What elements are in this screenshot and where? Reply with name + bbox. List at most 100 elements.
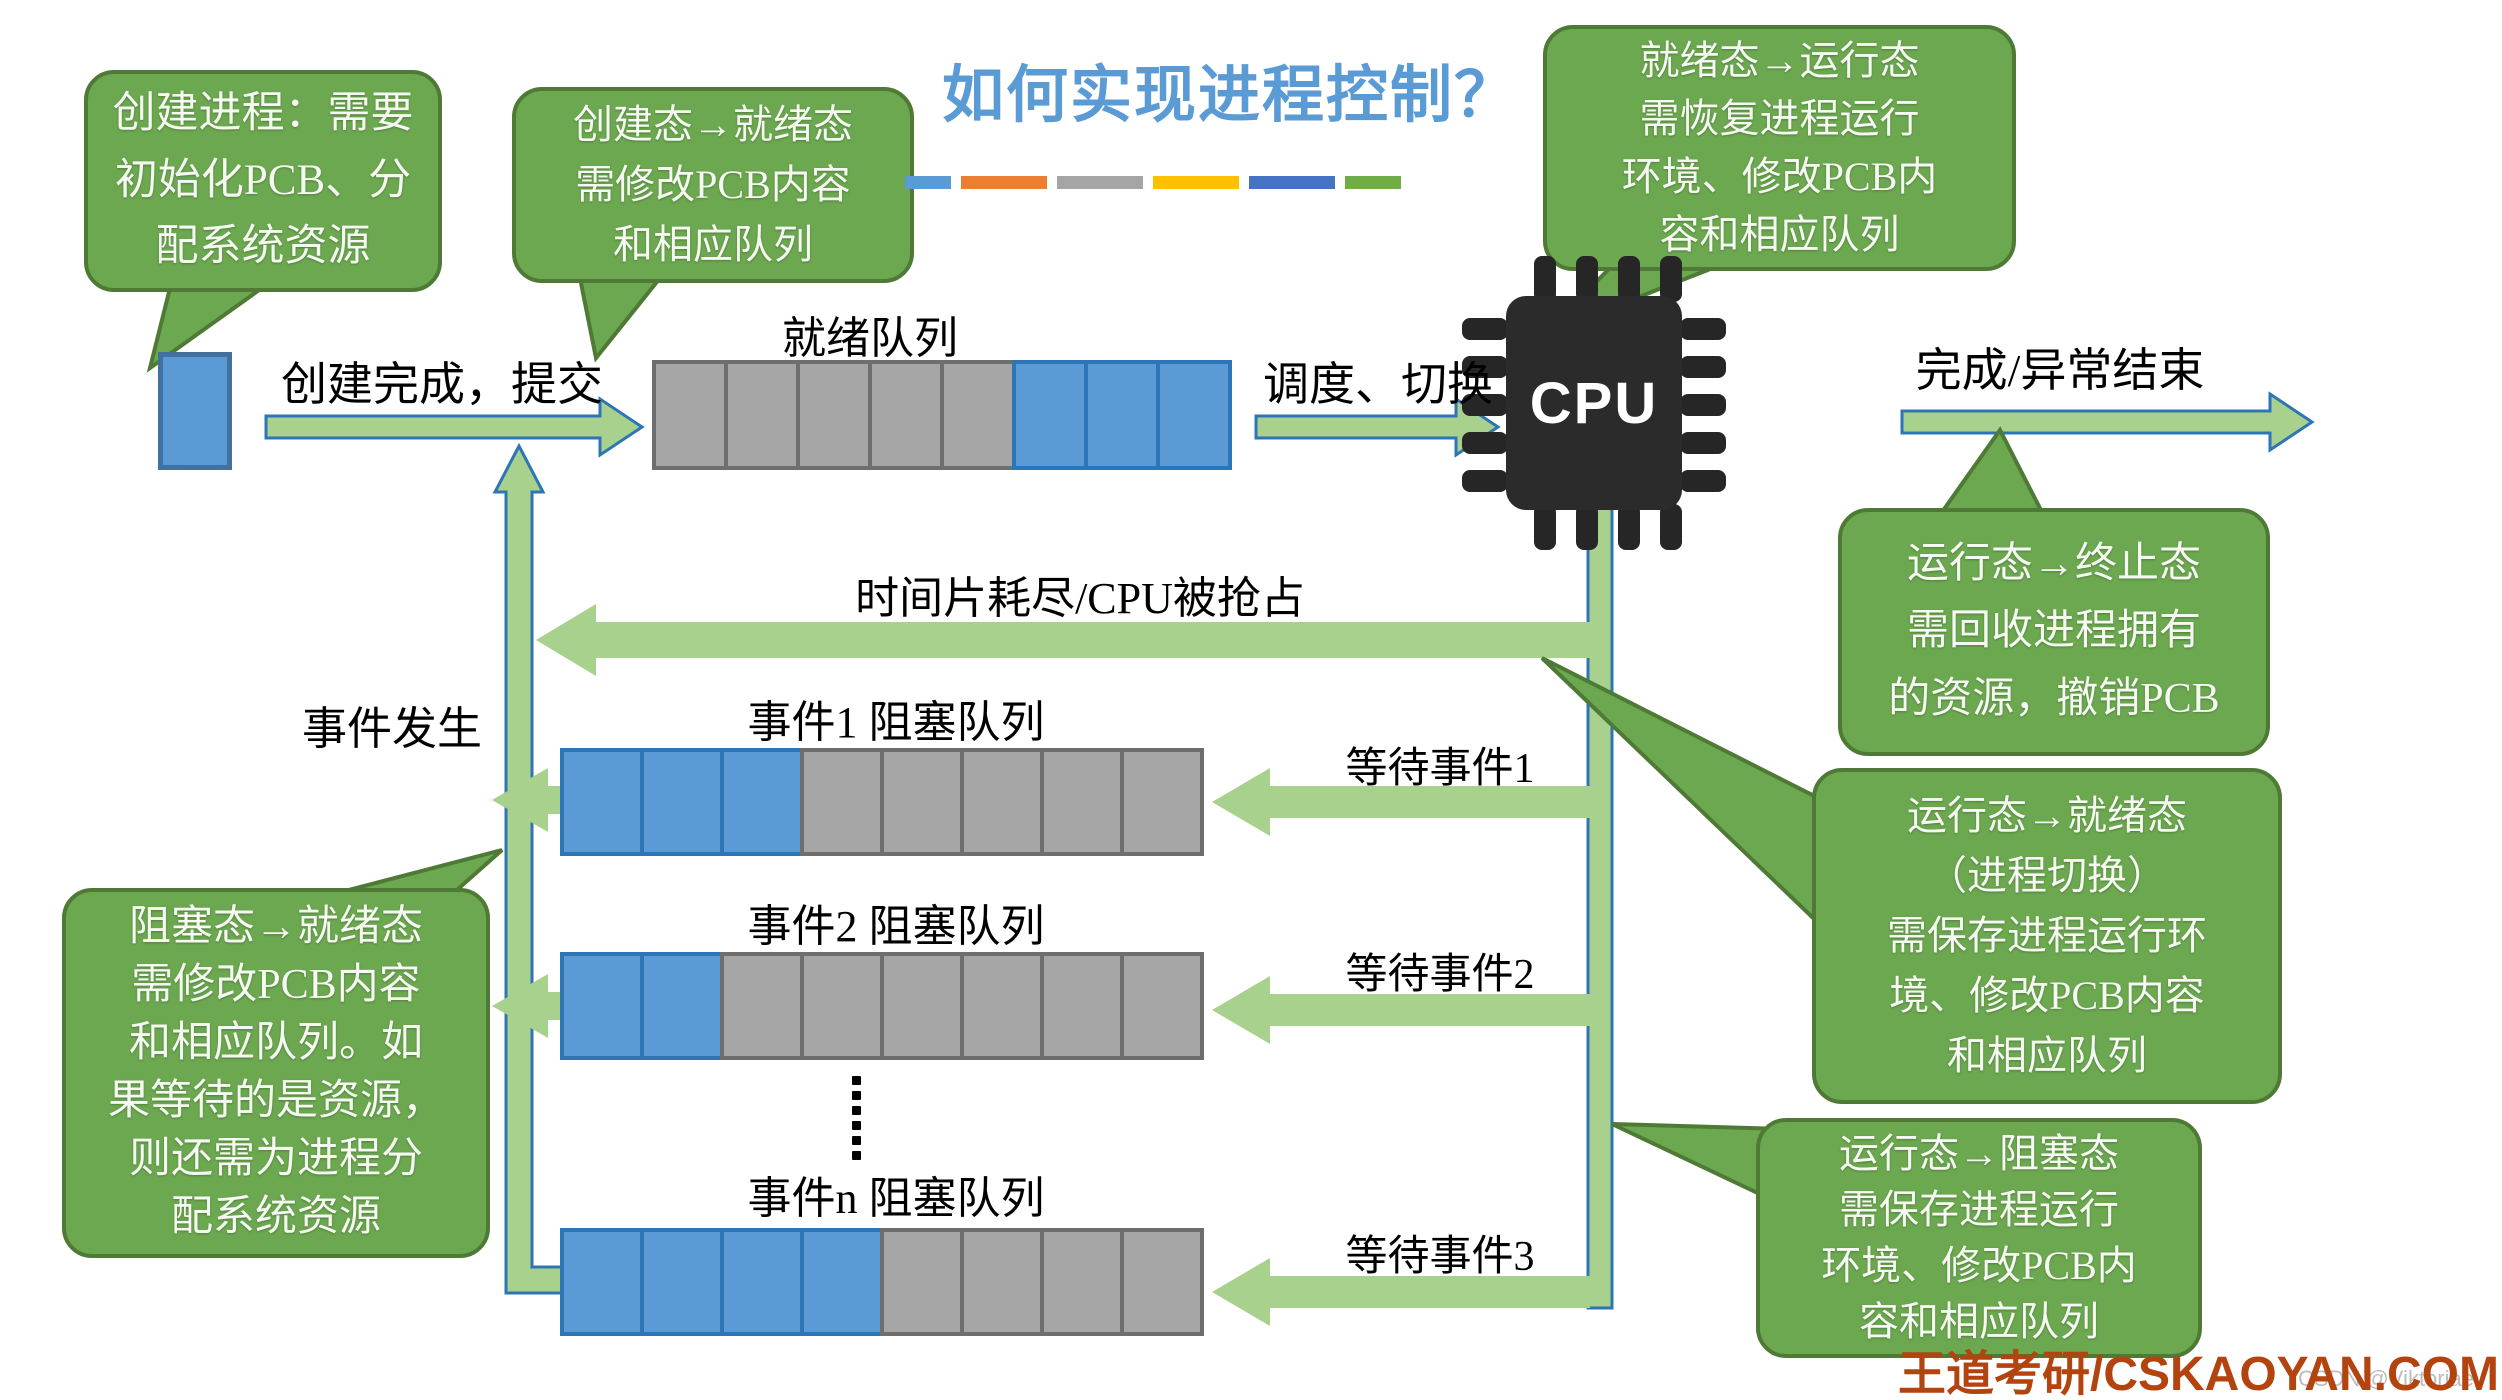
bubble-text-line: 和相应队列 [1947,1033,2147,1078]
event1-release-arrow [492,768,564,832]
queue-cell-gray [1120,1228,1204,1336]
cpu-pin [1680,318,1726,340]
bubble-text-line: 需回收进程拥有 [1906,608,2201,655]
queue-cell-blue [1012,360,1088,470]
queue-cell-blue [560,1228,644,1336]
queue-cell-gray [796,360,872,470]
bubble-text-line: 就绪态→运行态 [1639,38,1920,83]
event1-queue-label: 事件1 阻塞队列 [747,698,1045,747]
queue-cell-gray [960,748,1044,856]
queue-cell-gray [800,748,884,856]
bubble-text-line: 需修改PCB内容 [131,962,421,1009]
wait-event1-arrow [1212,768,1590,836]
title-underline [905,176,1401,189]
new-process-box [158,352,232,470]
create-submit-arrow [264,396,645,458]
finish-arrow [1900,391,2315,453]
cpu-pin [1462,394,1508,416]
bubble-text-line: 则还需为进程分 [128,1135,423,1182]
queue-cell-gray [880,952,964,1060]
bubble-text-line: 创建进程：需要 [112,90,414,138]
title-underline-dash [1249,176,1335,189]
cpu-pin [1534,504,1556,550]
bubble-text-line: 配系统资源 [155,223,371,271]
queue-cell-gray [868,360,944,470]
queue-cell-gray [1120,952,1204,1060]
wait-event2-label: 等待事件2 [1345,952,1535,998]
event2-blocked-queue [560,952,1204,1060]
queue-cell-gray [720,952,804,1060]
bubble-text-line: 果等待的是资源， [107,1078,444,1124]
cpu-pin [1462,470,1508,492]
event2-queue-label: 事件2 阻塞队列 [747,902,1045,951]
queue-cell-blue [1084,360,1160,470]
cpu-pin [1680,394,1726,416]
queue-cell-gray [1040,952,1124,1060]
wait-event2-arrow [1212,976,1590,1044]
cpu-pin [1576,256,1598,302]
queue-cell-gray [800,952,884,1060]
cpu-pin [1462,356,1508,378]
cpu-pin [1660,256,1682,302]
queue-cell-gray [880,748,964,856]
bubble-running-to-terminated: 运行态→终止态 需回收进程拥有 的资源，撤销PCB [1838,508,2270,756]
wait-event1-label: 等待事件1 [1345,746,1535,792]
cpu-pin [1534,256,1556,302]
timeslice-arrow [536,604,1610,676]
bubble-running-to-ready: 运行态→就绪态 （进程切换） 需保存进程运行环 境、修改PCB内容 和相应队列 [1812,768,2282,1104]
ready-queue [652,360,1232,470]
wait-event3-label: 等待事件3 [1345,1234,1535,1280]
bubble-text-line: 需修改PCB内容 [575,162,851,207]
bubble-text-line: 运行态→就绪态 [1907,793,2187,838]
dispatch-label: 调度、切换 [1263,359,1493,410]
bubble-text-line: 环境、修改PCB内 [1621,154,1938,199]
cpu-pin [1680,470,1726,492]
cpu-pin [1462,432,1508,454]
queue-cell-blue [720,1228,804,1336]
bubble-text-line: 的资源，撤销PCB [1888,675,2220,722]
queue-cell-gray [960,952,1044,1060]
vertical-ellipsis [852,1076,861,1160]
queue-cell-gray [880,1228,964,1336]
cpu-pin [1576,504,1598,550]
bubble-blocked-to-ready: 阻塞态→就绪态 需修改PCB内容 和相应队列。如 果等待的是资源， 则还需为进程… [62,888,490,1258]
bubble-ready-to-running: 就绪态→运行态 需恢复进程运行 环境、修改PCB内 容和相应队列 [1543,25,2016,271]
bubble-text-line: 运行态→终止态 [1906,541,2201,588]
queue-cell-gray [1120,748,1204,856]
event-occurs-up-arrow [492,442,564,1295]
queue-cell-gray [652,360,728,470]
bubble-text-line: 创建态→就绪态 [573,102,853,147]
queue-cell-blue [1156,360,1232,470]
queue-cell-blue [720,748,804,856]
eventn-queue-label: 事件n 阻塞队列 [747,1174,1045,1223]
bubble-text-line: 配系统资源 [170,1193,381,1240]
queue-cell-blue [800,1228,884,1336]
cpu-drop-line [1586,468,1614,1310]
queue-cell-gray [1040,1228,1124,1336]
cpu-pin [1680,356,1726,378]
cpu-icon: CPU [1506,296,1682,510]
queue-cell-blue [560,952,644,1060]
bubble-text-line: 阻塞态→就绪态 [128,904,423,951]
brand-footer: 王道考研/CSKAOYAN.COM [1898,1348,2499,1400]
event2-release-arrow [492,974,564,1038]
title-underline-dash [1057,176,1143,189]
bubble-text-line: 需保存进程运行 [1839,1187,2119,1232]
csdn-watermark: CSDN @Viktoriae [2298,1366,2474,1391]
event-occurs-label: 事件发生 [301,704,482,754]
bubble-text-line: 和相应队列。如 [128,1020,423,1067]
bubble-running-to-blocked: 运行态→阻塞态 需保存进程运行 环境、修改PCB内 容和相应队列 [1756,1118,2202,1358]
bubble-create-to-ready: 创建态→就绪态 需修改PCB内容 和相应队列 [512,87,914,283]
event1-blocked-queue [560,748,1204,856]
bubble-text-line: 初始化PCB、分 [114,156,412,204]
cpu-pin [1618,504,1640,550]
bubble-text-line: 运行态→阻塞态 [1839,1131,2119,1176]
bubble-create-process: 创建进程：需要 初始化PCB、分 配系统资源 [84,70,442,292]
page-title: 如何实现进程控制？ [941,62,1518,130]
queue-cell-gray [960,1228,1044,1336]
cpu-pin [1660,504,1682,550]
queue-cell-gray [940,360,1016,470]
cpu-pin [1680,432,1726,454]
ready-queue-label: 就绪队列 [782,314,958,363]
